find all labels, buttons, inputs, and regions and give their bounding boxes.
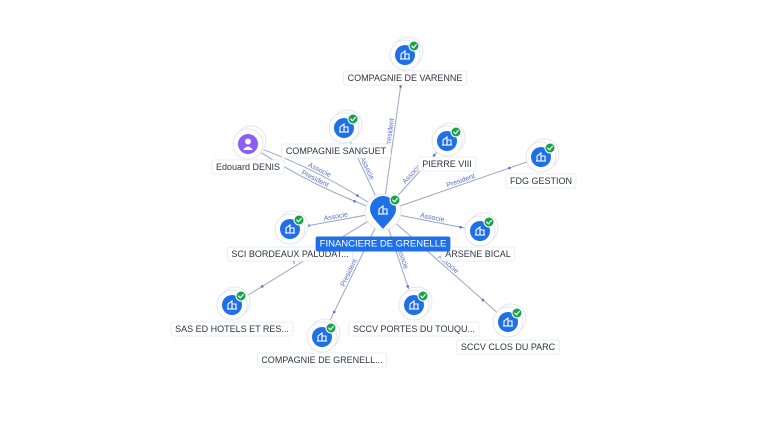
nodes-layer: COMPAGNIE DE VARENNE COMPAGNIE SANGUET Edo… [170, 36, 577, 368]
edge-arrow [332, 310, 336, 314]
node-label-text: Edouard DENIS [216, 162, 280, 172]
edge-label: Associe [419, 212, 445, 224]
edge-label: President [340, 258, 359, 288]
edge-arrow [459, 225, 462, 229]
building-icon [400, 49, 410, 60]
node-compagnie-de-grenell[interactable]: COMPAGNIE DE GRENELL... [256, 318, 388, 368]
edge-label: President [446, 173, 476, 189]
edge-arrow [353, 199, 356, 203]
node-label: PIERRE VIII [417, 156, 477, 172]
node-sas-ed-hotels-et-res[interactable]: SAS ED HOTELS ET RES... [170, 286, 294, 337]
node-label: ARSENE BICAL [440, 246, 516, 262]
verified-check-icon [389, 194, 401, 206]
verified-check-icon [325, 322, 337, 334]
edge-arrow [432, 153, 436, 157]
node-arsene-bical[interactable]: ARSENE BICAL [440, 212, 516, 262]
verified-check-icon [483, 216, 495, 228]
center-node[interactable]: FINANCIERE DE GRENELLE [315, 193, 451, 252]
building-icon [536, 151, 546, 162]
edge-arrow [406, 285, 410, 288]
node-label: COMPAGNIE SANGUET [281, 143, 392, 159]
edge-line [382, 211, 509, 323]
node-sccv-portes-du-touqu[interactable]: SCCV PORTES DU TOUQU... [348, 286, 480, 337]
node-compagnie-de-varenne[interactable]: COMPAGNIE DE VARENNE [343, 36, 467, 86]
node-label: SAS ED HOTELS ET RES... [170, 321, 294, 337]
node-label: COMPAGNIE DE GRENELL... [256, 352, 388, 368]
node-sccv-clos-du-parc[interactable]: SCCV CLOS DU PARC [456, 303, 561, 355]
center-label: FINANCIERE DE GRENELLE [315, 236, 451, 252]
node-label-text: SCCV CLOS DU PARC [461, 342, 556, 352]
building-icon [442, 135, 452, 146]
node-label-text: SCCV PORTES DU TOUQU... [353, 324, 475, 334]
node-label-text: ARSENE BICAL [445, 249, 511, 259]
verified-check-icon [544, 142, 556, 154]
person-icon [243, 138, 253, 150]
verified-check-icon [235, 290, 247, 302]
edge-arrow [356, 194, 359, 197]
node-label: Edouard DENIS [211, 159, 285, 175]
node-fdg-gestion[interactable]: FDG GESTION [505, 138, 577, 189]
node-label-text: SAS ED HOTELS ET RES... [175, 324, 289, 334]
node-label: SCCV PORTES DU TOUQU... [348, 321, 480, 337]
node-label: COMPAGNIE DE VARENNE [343, 70, 467, 86]
building-icon [285, 223, 295, 234]
edge-label: President [385, 118, 396, 148]
edge-line [382, 156, 542, 213]
building-icon [227, 299, 237, 310]
edge-arrow [399, 85, 402, 88]
node-label-text: PIERRE VIII [422, 159, 472, 169]
building-icon [317, 331, 327, 342]
node-edouard-denis[interactable]: Edouard DENIS [211, 125, 285, 175]
node-label: SCCV CLOS DU PARC [456, 339, 561, 355]
building-icon [475, 225, 485, 236]
building-icon [378, 204, 388, 215]
edge-arrow [508, 166, 511, 170]
verified-check-icon [511, 307, 523, 319]
building-icon [339, 122, 349, 133]
verified-check-icon [408, 40, 420, 52]
node-compagnie-sanguet[interactable]: COMPAGNIE SANGUET [281, 109, 392, 159]
edge-label: Associe [323, 211, 348, 222]
center-label-text: FINANCIERE DE GRENELLE [320, 239, 447, 250]
node-sci-bordeaux-paludat[interactable]: SCI BORDEAUX PALUDAT... [226, 210, 354, 262]
node-label: FDG GESTION [505, 173, 577, 189]
node-label-text: SCI BORDEAUX PALUDAT... [231, 249, 348, 259]
verified-check-icon [293, 214, 305, 226]
node-label-text: COMPAGNIE DE VARENNE [348, 73, 463, 83]
node-label-text: COMPAGNIE SANGUET [286, 146, 387, 156]
node-pierre-viii[interactable]: PIERRE VIII [417, 122, 477, 172]
edge-arrow [481, 298, 485, 302]
edge-arrow [260, 285, 264, 288]
verified-check-icon [417, 290, 429, 302]
node-label-text: FDG GESTION [510, 176, 572, 186]
building-icon [409, 299, 419, 310]
verified-check-icon [450, 126, 462, 138]
node-label-text: COMPAGNIE DE GRENELL... [261, 355, 382, 365]
building-icon [503, 316, 513, 327]
verified-check-icon [347, 113, 359, 125]
